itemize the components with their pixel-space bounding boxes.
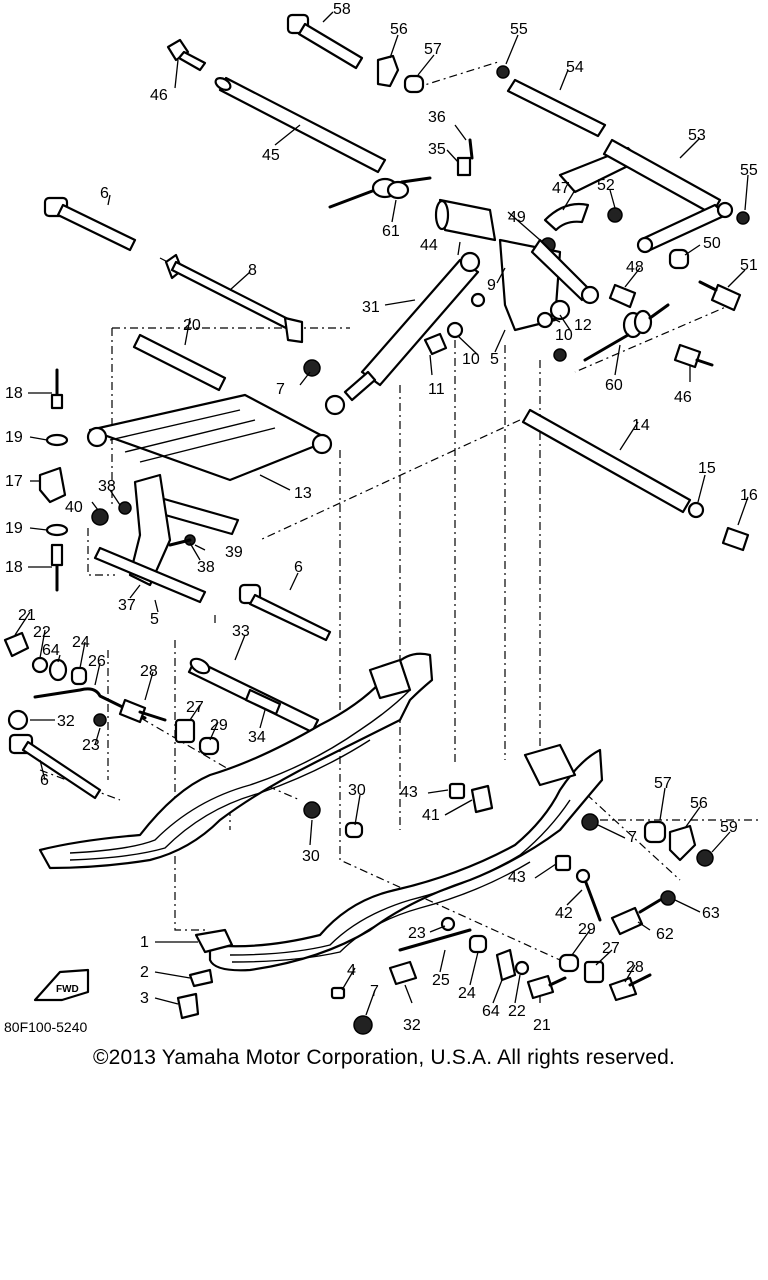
callout-36: 36 xyxy=(428,109,446,126)
callout-19-top: 19 xyxy=(5,429,23,446)
callout-37: 37 xyxy=(118,597,136,614)
callout-20: 20 xyxy=(183,317,201,334)
callout-54: 54 xyxy=(566,59,584,76)
callout-56: 56 xyxy=(390,21,408,38)
callout-40: 40 xyxy=(65,499,83,516)
callout-1: 1 xyxy=(140,934,149,951)
callout-23-left: 23 xyxy=(82,737,100,754)
callout-30-left: 30 xyxy=(302,848,320,865)
callout-57-right: 57 xyxy=(654,775,672,792)
callout-6-bottom: 6 xyxy=(40,772,49,789)
callout-23-right: 23 xyxy=(408,925,426,942)
callout-10: 10 xyxy=(462,351,480,368)
callout-6-mid: 6 xyxy=(294,559,303,576)
callout-19-bottom: 19 xyxy=(5,520,23,537)
callout-2: 2 xyxy=(140,964,149,981)
callout-25: 25 xyxy=(432,972,450,989)
callout-44: 44 xyxy=(420,237,438,254)
callout-28-right: 28 xyxy=(626,959,644,976)
callout-48: 48 xyxy=(626,259,644,276)
callout-51: 51 xyxy=(740,257,758,274)
leader-lines xyxy=(14,11,749,1016)
callout-22-left: 22 xyxy=(33,624,51,641)
callout-21-left: 21 xyxy=(18,607,36,624)
callout-43-bottom: 43 xyxy=(508,869,526,886)
callout-18-bottom: 18 xyxy=(5,559,23,576)
upper-arm-assembly xyxy=(166,13,750,416)
callout-63: 63 xyxy=(702,905,720,922)
callout-27-left: 27 xyxy=(186,699,204,716)
callout-24-left: 24 xyxy=(72,634,90,651)
callout-9: 9 xyxy=(487,277,496,294)
callout-31: 31 xyxy=(362,299,380,316)
callout-10b: 10 xyxy=(555,327,573,344)
callout-35: 35 xyxy=(428,141,446,158)
callout-62: 62 xyxy=(656,926,674,943)
callout-27-right: 27 xyxy=(602,940,620,957)
callout-34: 34 xyxy=(248,729,266,746)
callout-52: 52 xyxy=(597,177,615,194)
callout-41: 41 xyxy=(422,807,440,824)
callout-46-right: 46 xyxy=(674,389,692,406)
callout-15: 15 xyxy=(698,460,716,477)
callout-38-right: 38 xyxy=(197,559,215,576)
callout-24-right: 24 xyxy=(458,985,476,1002)
callout-12: 12 xyxy=(574,317,592,334)
callout-28-left: 28 xyxy=(140,663,158,680)
callout-17: 17 xyxy=(5,473,23,490)
callout-22-right: 22 xyxy=(508,1003,526,1020)
callout-58: 58 xyxy=(333,1,351,18)
copyright-notice: ©2013 Yamaha Motor Corporation, U.S.A. A… xyxy=(92,1046,676,1069)
callout-11: 11 xyxy=(428,381,445,398)
exploded-parts-diagram: FWD xyxy=(3,1,760,1035)
callout-5-mid: 5 xyxy=(150,611,159,628)
callout-26: 26 xyxy=(88,653,106,670)
callout-43-top: 43 xyxy=(400,784,418,801)
callout-7-top: 7 xyxy=(276,381,285,398)
callout-50: 50 xyxy=(703,235,721,252)
callout-5-top: 5 xyxy=(490,351,499,368)
callout-55b: 55 xyxy=(740,162,758,179)
callout-57: 57 xyxy=(424,41,442,58)
callout-18-top: 18 xyxy=(5,385,23,402)
callout-13: 13 xyxy=(294,485,312,502)
diagram-code: 80F100-5240 xyxy=(4,1019,88,1035)
callout-21-right: 21 xyxy=(533,1017,551,1034)
callout-29-right: 29 xyxy=(578,921,596,938)
callout-64-left: 64 xyxy=(42,642,60,659)
callout-42: 42 xyxy=(555,905,573,922)
callout-61: 61 xyxy=(382,223,400,240)
callout-14: 14 xyxy=(632,417,650,434)
callout-55: 55 xyxy=(510,21,528,38)
callout-7-bottom: 7 xyxy=(370,983,379,1000)
callout-38-left: 38 xyxy=(98,478,116,495)
callout-29-left: 29 xyxy=(210,717,228,734)
callout-30-right: 30 xyxy=(348,782,366,799)
callout-33: 33 xyxy=(232,623,250,640)
callout-3: 3 xyxy=(140,990,149,1007)
callout-39: 39 xyxy=(225,544,243,561)
callout-56-right: 56 xyxy=(690,795,708,812)
callout-59: 59 xyxy=(720,819,738,836)
callout-45: 45 xyxy=(262,147,280,164)
callout-6-top: 6 xyxy=(100,185,109,202)
callout-32-right: 32 xyxy=(403,1017,421,1034)
fwd-label: FWD xyxy=(56,984,79,995)
front-arm-assembly xyxy=(38,196,750,604)
callout-32-left: 32 xyxy=(57,713,75,730)
slide-rail-assembly: FWD xyxy=(3,583,714,1035)
callout-7-right: 7 xyxy=(628,829,637,846)
callout-49: 49 xyxy=(508,209,526,226)
callout-4: 4 xyxy=(347,962,356,979)
callout-53: 53 xyxy=(688,127,706,144)
callout-64-right: 64 xyxy=(482,1003,500,1020)
callout-46: 46 xyxy=(150,87,168,104)
callout-47: 47 xyxy=(552,180,570,197)
callout-numbers: 58 56 57 55 54 46 45 36 35 61 53 55 47 5… xyxy=(5,1,758,1034)
callout-60: 60 xyxy=(605,377,623,394)
callout-8: 8 xyxy=(248,262,257,279)
callout-16: 16 xyxy=(740,487,758,504)
